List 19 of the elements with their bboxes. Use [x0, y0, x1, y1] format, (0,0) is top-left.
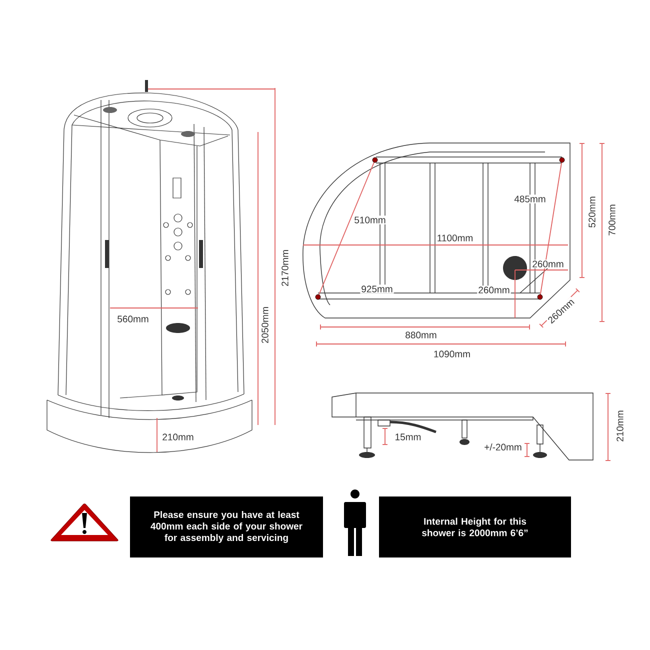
- dimension-label: 510mm: [353, 216, 387, 224]
- dimension-label: 2050mm: [260, 306, 270, 344]
- dimension-label: 210mm: [161, 432, 195, 442]
- dimension-label: 15mm: [394, 432, 422, 442]
- dimension-label: 520mm: [588, 195, 596, 229]
- dimension-label: 260mm: [477, 286, 511, 294]
- dimension-label: 925mm: [360, 284, 394, 294]
- notice-box: Please ensure you have at least 400mm each side of your shower for assembly and servicing: [130, 496, 323, 558]
- dimension-label: 560mm: [116, 314, 150, 324]
- dimension-label: 260mm: [531, 260, 565, 268]
- dimension-label: +/-20mm: [483, 442, 523, 452]
- dimension-label: 1100mm: [436, 234, 474, 242]
- dimension-label: 1090mm: [432, 350, 472, 358]
- dimension-label: 485mm: [513, 194, 547, 204]
- dimension-label: 2170mm: [280, 248, 290, 288]
- notice-box: Internal Height for this shower is 2000mm 6’6”: [379, 496, 571, 558]
- dimension-label: 700mm: [608, 203, 616, 237]
- dimension-label: 880mm: [404, 330, 438, 340]
- dimension-label: 210mm: [616, 409, 624, 443]
